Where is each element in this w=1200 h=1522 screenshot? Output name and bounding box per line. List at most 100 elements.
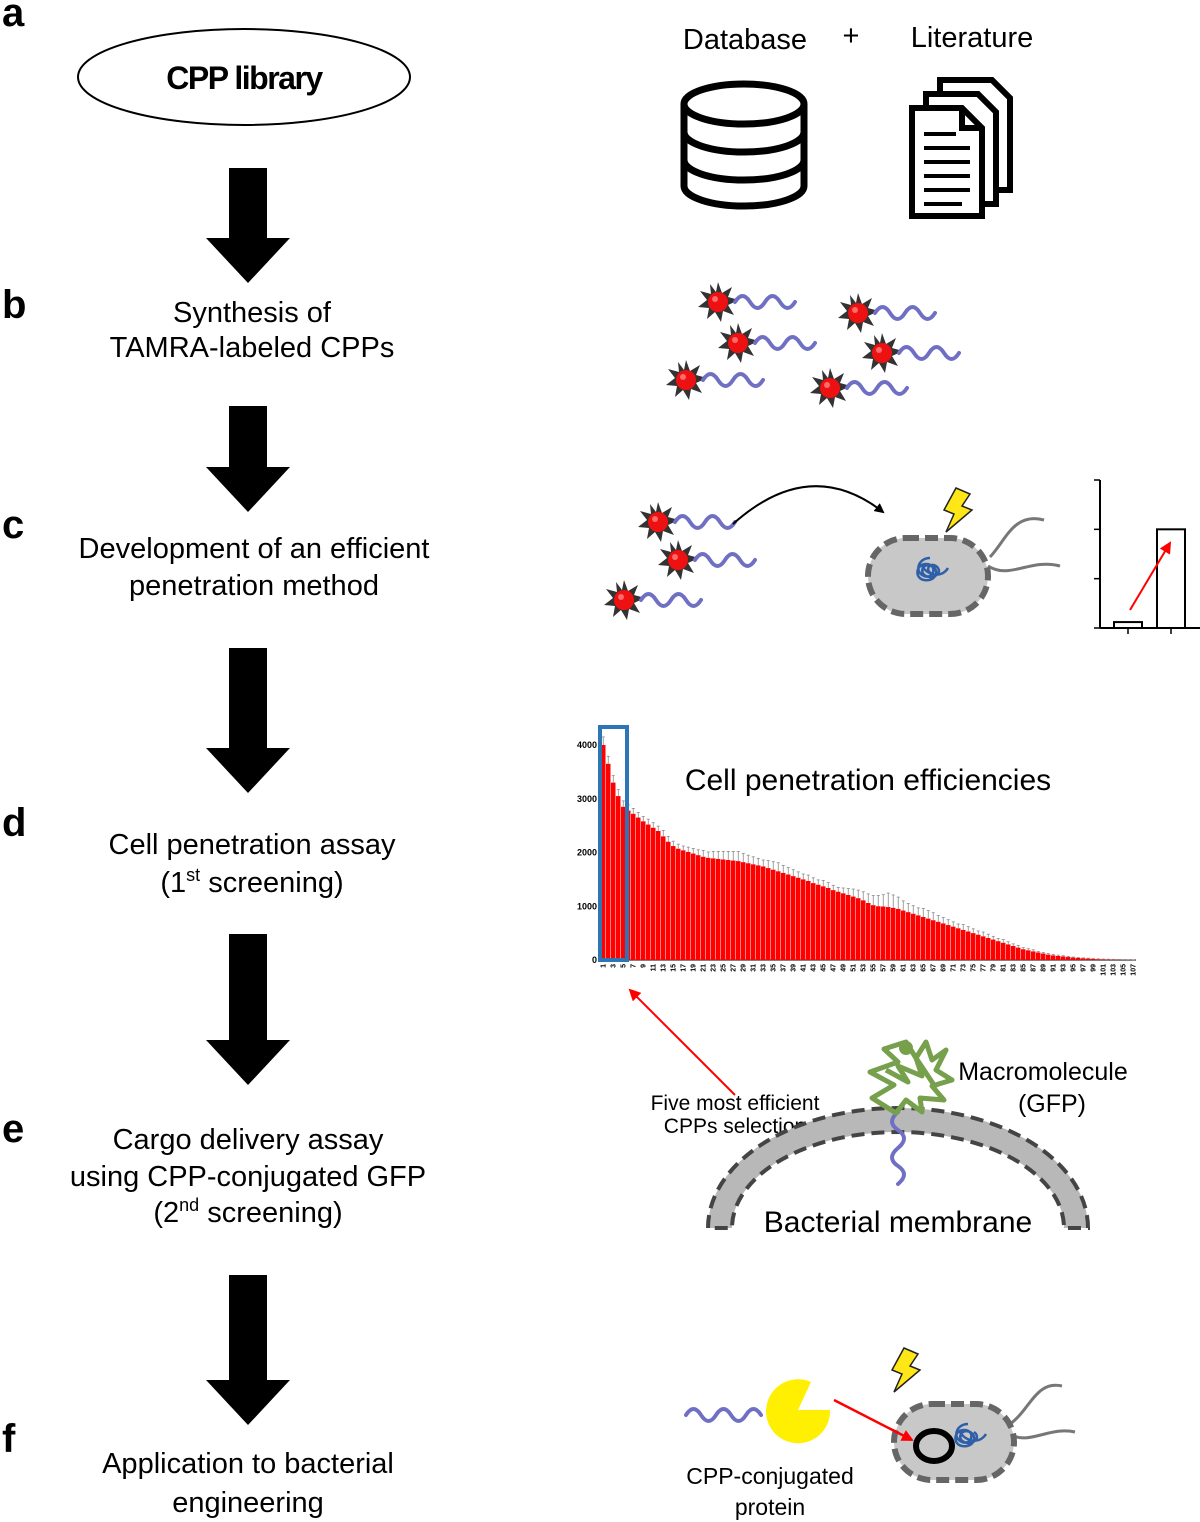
mini-bar-chart (1094, 479, 1200, 634)
bar-18 (686, 851, 691, 960)
bar-96 (1076, 957, 1081, 960)
step-d-superscript: st (186, 865, 200, 885)
x-tick-label-89: 89 (1040, 964, 1047, 972)
bar-37 (781, 872, 786, 960)
bar-42 (806, 880, 811, 960)
bar-98 (1086, 958, 1091, 960)
cargo-label-line-2: protein (735, 1494, 805, 1520)
bar-86 (1026, 950, 1031, 960)
engineered-bacterium-icon (891, 1383, 1076, 1483)
x-tick-label-57: 57 (880, 964, 887, 972)
x-tick-label-25: 25 (720, 964, 727, 972)
bar-45 (821, 886, 826, 960)
bar-1 (601, 745, 606, 960)
tamra-cpp-group-b (664, 280, 961, 410)
x-tick-label-83: 83 (1010, 964, 1017, 972)
step-e-line-3-pre: (2 (153, 1197, 179, 1229)
tamra-cpp-icon (664, 358, 765, 402)
bar-47 (831, 890, 836, 961)
plasmid-ring (913, 1428, 955, 1464)
tamra-cpp-icon (716, 321, 817, 365)
bar-83 (1011, 946, 1016, 960)
bar-46 (826, 887, 831, 960)
x-tick-label-35: 35 (770, 964, 777, 972)
bar-78 (986, 937, 991, 960)
bar-70 (946, 925, 951, 960)
bar-50 (846, 894, 851, 960)
tamra-cpp-icon (836, 291, 937, 335)
top-five-highlight-box (598, 725, 629, 962)
step-e-line-2: using CPP-conjugated GFP (70, 1161, 426, 1193)
bar-93 (1061, 956, 1066, 960)
bar-27 (731, 860, 736, 960)
x-tick-label-69: 69 (940, 964, 947, 972)
bar-60 (896, 908, 901, 960)
x-tick-label-79: 79 (990, 964, 997, 972)
bar-43 (811, 883, 816, 960)
bar-48 (836, 891, 841, 960)
x-tick-label-97: 97 (1080, 964, 1087, 972)
bar-55 (871, 905, 876, 960)
panel-letter-d: d (2, 801, 26, 845)
x-tick-label-67: 67 (930, 964, 937, 972)
x-tick-label-9: 9 (640, 964, 647, 968)
x-tick-label-59: 59 (890, 964, 897, 972)
x-tick-label-101: 101 (1100, 964, 1107, 976)
step-d-line-2-post: screening) (200, 867, 343, 899)
step-f-line-2: engineering (172, 1487, 324, 1519)
cargo-protein-icon (766, 1379, 831, 1444)
x-tick-label-13: 13 (660, 964, 667, 972)
bar-79 (991, 939, 996, 960)
bar-21 (701, 856, 706, 960)
selection-label-line-1: Five most efficient (651, 1092, 820, 1115)
literature-label: Literature (911, 22, 1034, 54)
bar-76 (976, 934, 981, 960)
x-tick-label-21: 21 (700, 964, 707, 972)
chart-title: Cell penetration efficiencies (685, 764, 1051, 797)
bar-3 (611, 782, 616, 961)
x-tick-label-93: 93 (1060, 964, 1067, 972)
bar-75 (971, 933, 976, 961)
bar-23 (711, 858, 716, 960)
bar-95 (1071, 957, 1076, 960)
bacterium-icon (865, 517, 1061, 617)
bar-72 (956, 928, 961, 960)
bar-9 (641, 821, 646, 960)
x-tick-label-51: 51 (850, 964, 857, 972)
x-tick-label-73: 73 (960, 964, 967, 972)
bar-36 (776, 871, 781, 960)
gfp-icon (867, 1039, 955, 1116)
cargo-cpp-peptide (684, 1407, 763, 1423)
step-d-line-2-pre: (1 (160, 867, 186, 899)
bar-10 (646, 824, 651, 960)
bar-63 (911, 913, 916, 960)
bar-38 (786, 874, 791, 960)
x-tick-label-49: 49 (840, 964, 847, 972)
flow-arrow-b-c (206, 406, 290, 512)
x-tick-label-45: 45 (820, 964, 827, 972)
bar-64 (916, 915, 921, 960)
bar-19 (691, 853, 696, 960)
bar-49 (841, 893, 846, 960)
lightning-icon (891, 1347, 921, 1393)
y-tick-label-0: 0 (592, 955, 597, 965)
panel-letter-a: a (2, 0, 25, 35)
x-tick-label-39: 39 (790, 964, 797, 972)
bar-25 (721, 859, 726, 960)
bar-57 (881, 906, 886, 960)
step-e-line-1: Cargo delivery assay (113, 1124, 384, 1156)
bar-34 (766, 868, 771, 960)
plus-sign: + (843, 20, 860, 52)
macromolecule-label-line-1: Macromolecule (958, 1058, 1128, 1086)
x-tick-label-103: 103 (1110, 964, 1117, 976)
bar-7 (631, 813, 636, 960)
x-tick-label-7: 7 (630, 964, 637, 968)
bar-28 (736, 861, 741, 960)
bar-52 (856, 898, 861, 960)
bar-54 (866, 903, 871, 960)
x-tick-label-53: 53 (860, 964, 867, 972)
bar-11 (651, 827, 656, 960)
x-tick-label-99: 99 (1090, 964, 1097, 972)
bar-89 (1041, 953, 1046, 960)
